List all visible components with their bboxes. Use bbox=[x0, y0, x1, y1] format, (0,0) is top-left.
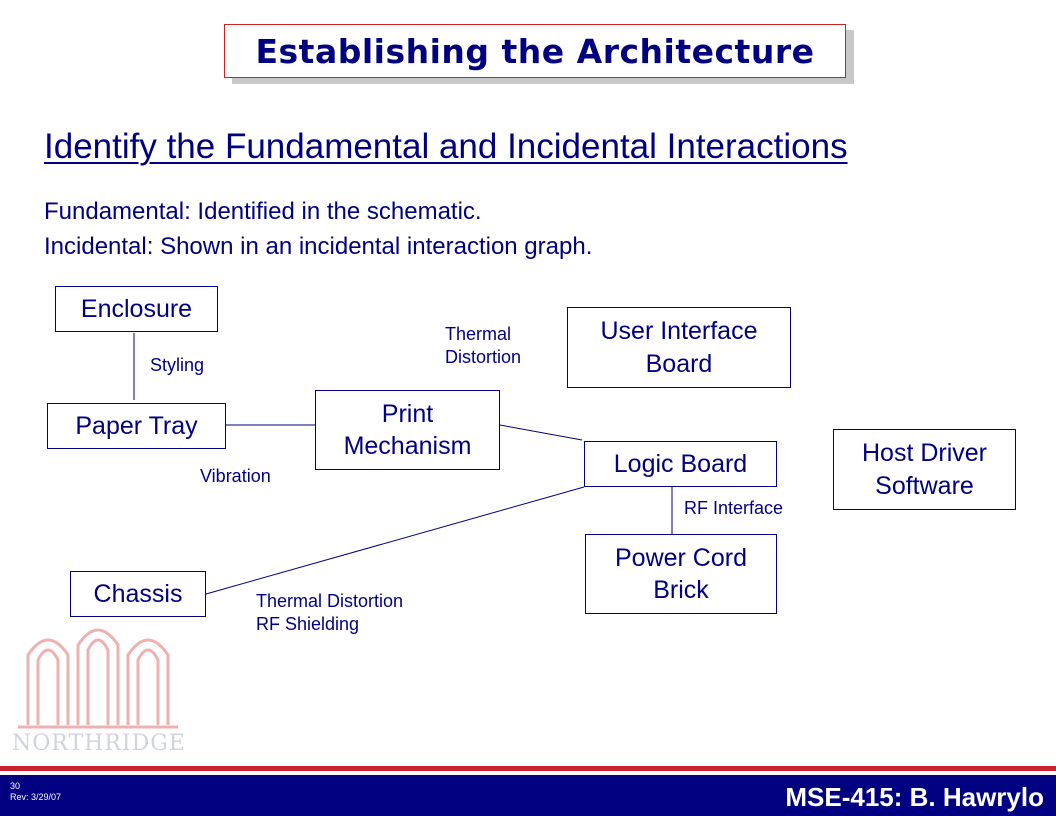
node-chassis: Chassis bbox=[70, 571, 206, 617]
label-styling: Styling bbox=[150, 355, 205, 375]
slide-subtitle: Identify the Fundamental and Incidental … bbox=[44, 127, 848, 166]
course-author: MSE-415: B. Hawrylo bbox=[785, 782, 1044, 812]
slide-number-block: 30 Rev: 3/29/07 bbox=[10, 781, 61, 803]
label-thermal-rf-shielding: Thermal Distortion RF Shielding bbox=[256, 591, 404, 635]
node-paper-tray: Paper Tray bbox=[47, 403, 226, 449]
label-vibration: Vibration bbox=[200, 466, 271, 486]
footer-bar: 30 Rev: 3/29/07 MSE-415: B. Hawrylo bbox=[0, 775, 1056, 816]
slide-number: 30 bbox=[10, 781, 21, 791]
revision-date: Rev: 3/29/07 bbox=[10, 791, 62, 802]
svg-text:NORTHRIDGE: NORTHRIDGE bbox=[12, 731, 186, 755]
footer-red-stripe bbox=[0, 766, 1056, 771]
incidental-line: Incidental: Shown in an incidental inter… bbox=[44, 233, 593, 260]
node-logic-board: Logic Board bbox=[584, 441, 777, 487]
label-rf-interface: RF Interface bbox=[684, 498, 784, 518]
northridge-logo: NORTHRIDGE bbox=[12, 628, 186, 755]
label-thermal-distortion: Thermal Distortion bbox=[445, 324, 522, 368]
footer-white-stripe bbox=[0, 771, 1056, 775]
slide-title: Establishing the Architecture bbox=[224, 24, 846, 78]
edge-chassis-logic bbox=[205, 486, 585, 595]
node-enclosure: Enclosure bbox=[55, 286, 218, 332]
edge-print-logic bbox=[499, 424, 583, 441]
fundamental-line: Fundamental: Identified in the schematic… bbox=[44, 198, 482, 225]
